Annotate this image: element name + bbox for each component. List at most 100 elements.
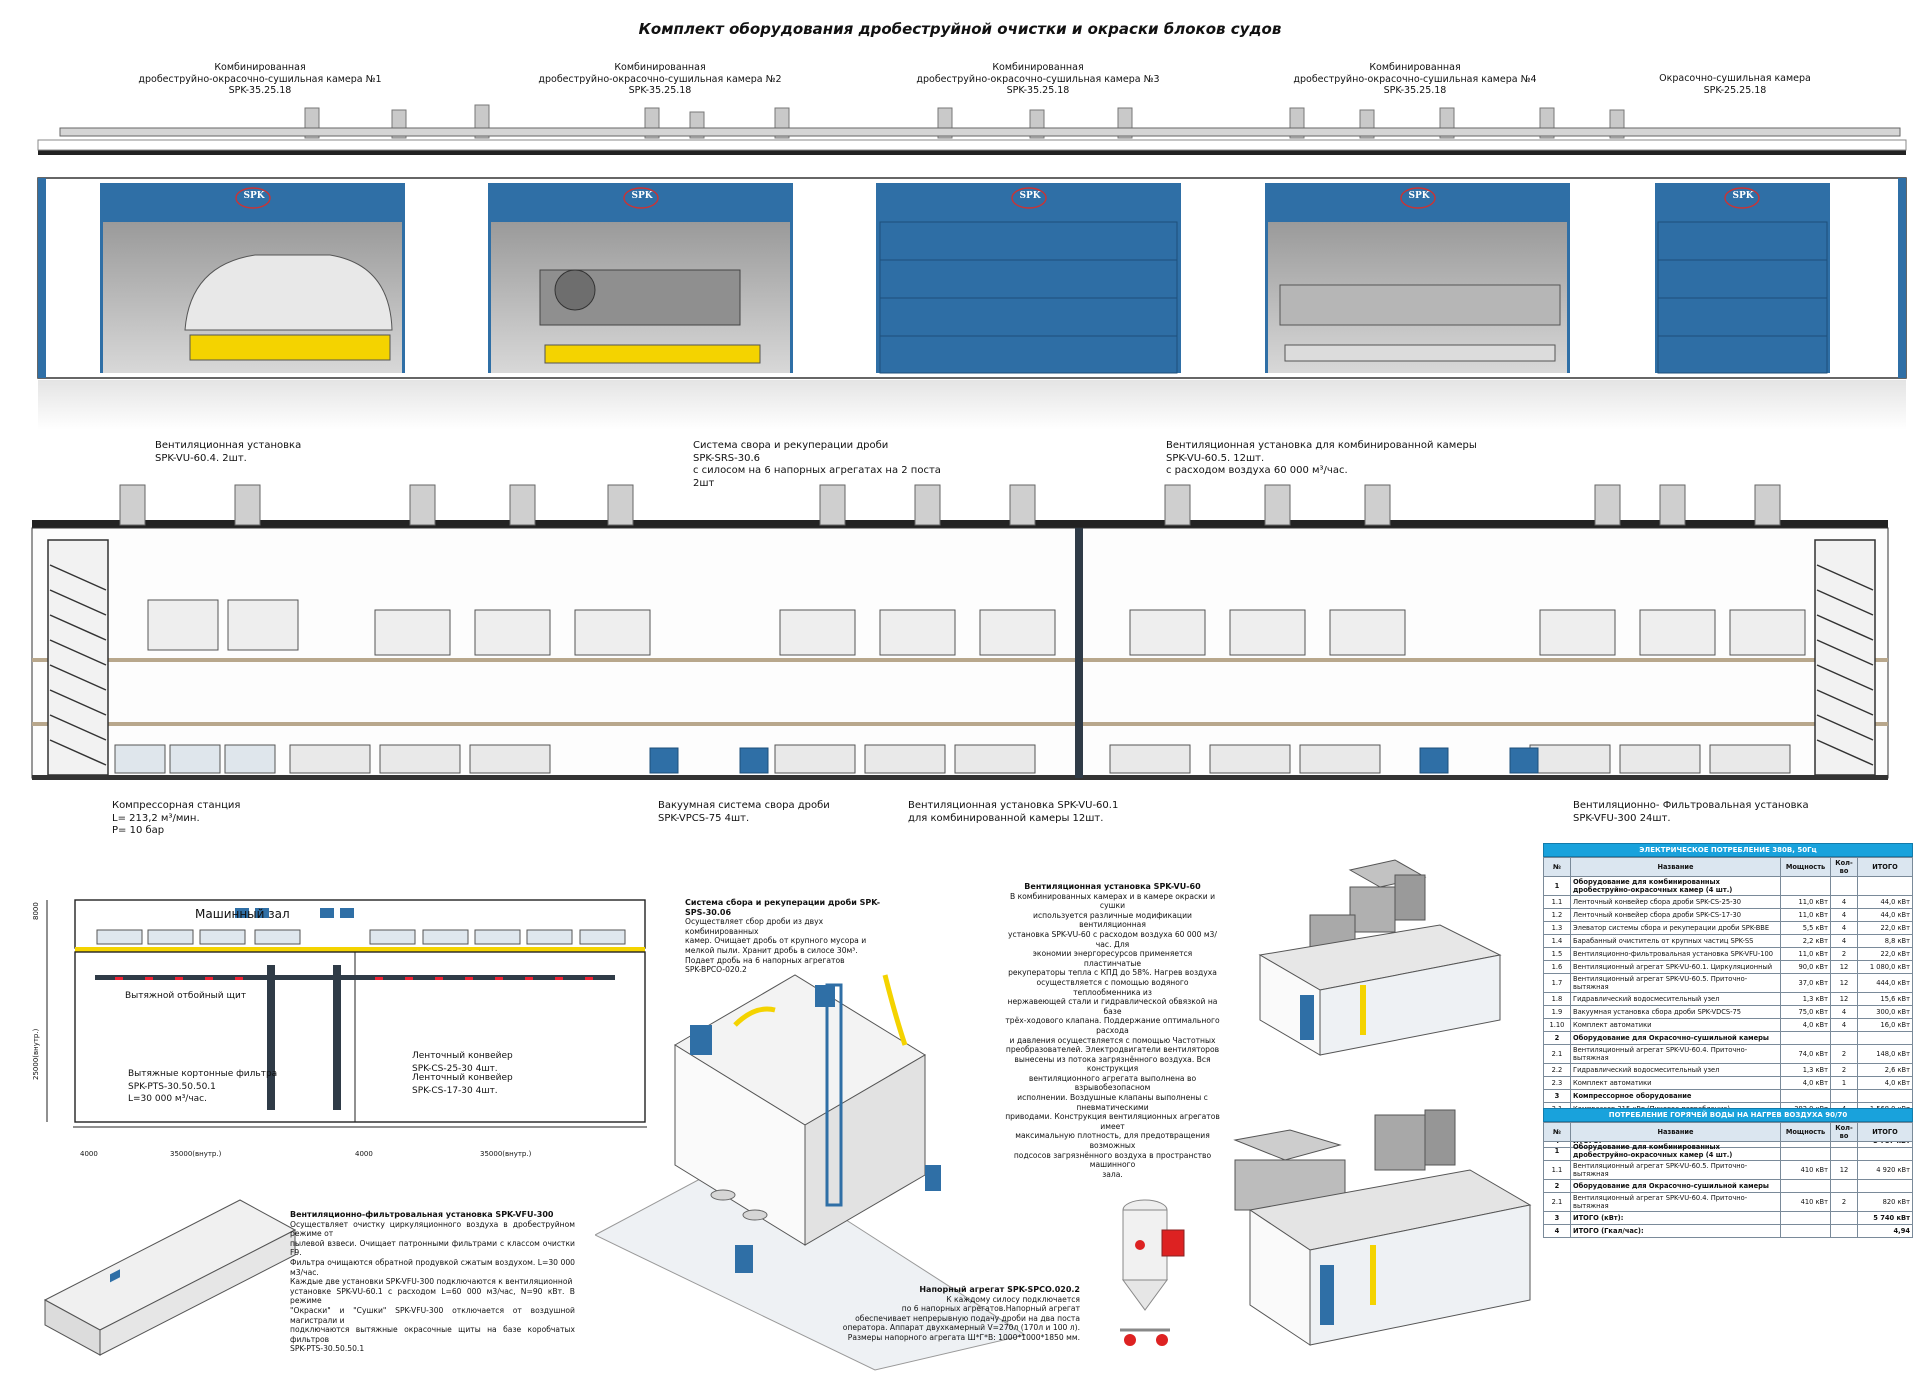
row-number: 2 (1543, 1179, 1571, 1193)
row-total: 820 кВт (1857, 1192, 1913, 1212)
row-qty: 2 (1830, 1044, 1858, 1064)
vfu-3d-drawing (43, 1199, 297, 1356)
srs-desc-body: Осуществляет сбор дроби из двух комбинир… (685, 917, 867, 975)
table-electrical: ЭЛЕКТРИЧЕСКОЕ ПОТРЕБЛЕНИЕ 380В, 50Гц № Н… (1543, 843, 1913, 1148)
row-number: 1.2 (1543, 908, 1571, 922)
t2-col-power: Мощность (1780, 1122, 1831, 1142)
row-total: 44,0 кВт (1857, 908, 1913, 922)
building-front-elevation (37, 104, 1907, 430)
row-number: 1.6 (1543, 960, 1571, 974)
logo-text-4: SPK (1408, 191, 1430, 201)
row-qty (1830, 876, 1858, 896)
row-number: 3 (1543, 1089, 1571, 1103)
table-electrical-header: ЭЛЕКТРИЧЕСКОЕ ПОТРЕБЛЕНИЕ 380В, 50Гц (1543, 843, 1913, 857)
row-number: 3 (1543, 1211, 1571, 1225)
t2-col-num: № (1543, 1122, 1571, 1142)
t1-col-total: ИТОГО (1857, 857, 1913, 877)
vu-desc-title: Вентиляционная установка SPK-VU-60 (1024, 882, 1201, 891)
row-qty: 4 (1830, 895, 1858, 909)
label-vacuum: Вакуумная система свора дроби SPK-VPCS-7… (658, 800, 830, 824)
row-name: Вентиляционно-фильтровальная установка S… (1570, 947, 1781, 961)
row-name: Оборудование для Окрасочно-сушильной кам… (1570, 1031, 1781, 1045)
row-name: Комплект автоматики (1570, 1018, 1781, 1032)
row-name: Вентиляционный агрегат SPK-VU-60.5. Прит… (1570, 973, 1781, 993)
spc-desc-title: Напорный агрегат SPK-SPCO.020.2 (919, 1285, 1080, 1294)
row-name: Вентиляционный агрегат SPK-VU-60.4. Прит… (1570, 1044, 1781, 1064)
row-total: 5 740 кВт (1857, 1211, 1913, 1225)
row-name: Вентиляционный агрегат SPK-VU-60.5. Прит… (1570, 1160, 1781, 1180)
row-total: 8,8 кВт (1857, 934, 1913, 948)
row-name: Оборудование для комбинированных дробест… (1570, 1141, 1781, 1161)
row-name: Ленточный конвейер сбора дроби SPK-CS-17… (1570, 908, 1781, 922)
table-hot-water-header: ПОТРЕБЛЕНИЕ ГОРЯЧЕЙ ВОДЫ НА НАГРЕВ ВОЗДУ… (1543, 1108, 1913, 1122)
row-power (1780, 1141, 1831, 1161)
chamber-1-caption: Комбинированная дробеструйно-окрасочно-с… (138, 62, 382, 96)
row-name: Барабанный очиститель от крупных частиц … (1570, 934, 1781, 948)
plan-filter-label: Вытяжные кортонные фильтра SPK-PTS-30.50… (128, 1069, 278, 1104)
row-total: 4,94 (1857, 1224, 1913, 1238)
t1-col-qty: Кол-во (1830, 857, 1858, 877)
chamber-4-caption: Комбинированная дробеструйно-окрасочно-с… (1293, 62, 1537, 96)
logo-text-3: SPK (1019, 191, 1041, 201)
row-qty: 4 (1830, 1005, 1858, 1019)
spc-3d-drawing (1120, 1199, 1185, 1346)
row-qty: 2 (1830, 1192, 1858, 1212)
row-number: 1.1 (1543, 1160, 1571, 1180)
srs-description: Система сбора и рекуперации дроби SPK-SP… (685, 898, 885, 975)
row-total: 44,0 кВт (1857, 895, 1913, 909)
row-power (1780, 1031, 1831, 1045)
row-name: ИТОГО (Гкал/час): (1570, 1224, 1781, 1238)
row-power: 11,0 кВт (1780, 908, 1831, 922)
row-power: 410 кВт (1780, 1160, 1831, 1180)
vfu-desc-body: Осуществляет очистку циркуляционного воз… (290, 1219, 575, 1354)
plan-exhaust-label: Вытяжной отбойный щит (125, 991, 247, 1001)
row-name: Комплект автоматики (1570, 1076, 1781, 1090)
row-power (1780, 876, 1831, 896)
row-name: Вентиляционный агрегат SPK-VU-60.4. Прит… (1570, 1192, 1781, 1212)
label-vu605: Вентиляционная установка для комбинирова… (1166, 440, 1477, 476)
row-name: Элеватор системы сбора и рекуперации дро… (1570, 921, 1781, 935)
dim-width-3: 4000 (355, 1150, 373, 1158)
row-qty: 4 (1830, 934, 1858, 948)
row-number: 1.5 (1543, 947, 1571, 961)
chamber-3-caption: Комбинированная дробеструйно-окрасочно-с… (916, 62, 1160, 96)
vfu-description: Вентиляционно-фильтровальная установка S… (290, 1210, 575, 1354)
row-qty (1830, 1211, 1858, 1225)
row-total: 4 920 кВт (1857, 1160, 1913, 1180)
row-total: 148,0 кВт (1857, 1044, 1913, 1064)
row-number: 2.1 (1543, 1044, 1571, 1064)
row-number: 1.9 (1543, 1005, 1571, 1019)
row-number: 2.2 (1543, 1063, 1571, 1077)
row-qty (1830, 1179, 1858, 1193)
t1-col-name: Название (1570, 857, 1781, 877)
row-name: Ленточный конвейер сбора дроби SPK-CS-25… (1570, 895, 1781, 909)
row-power (1780, 1211, 1831, 1225)
row-power: 4,0 кВт (1780, 1076, 1831, 1090)
row-qty (1830, 1089, 1858, 1103)
row-qty: 12 (1830, 973, 1858, 993)
row-qty (1830, 1031, 1858, 1045)
row-name: Компрессорное оборудование (1570, 1089, 1781, 1103)
building-section-view (31, 484, 1889, 780)
row-qty: 1 (1830, 1076, 1858, 1090)
vu-3d-drawing-bottom (1233, 1109, 1532, 1346)
row-number: 1.8 (1543, 992, 1571, 1006)
row-qty: 2 (1830, 947, 1858, 961)
row-qty: 12 (1830, 960, 1858, 974)
srs-desc-title: Система сбора и рекуперации дроби SPK-SP… (685, 898, 881, 917)
row-number: 4 (1543, 1224, 1571, 1238)
plan-conveyor-1-label: Ленточный конвейер SPK-CS-25-30 4шт. (412, 1051, 513, 1074)
plan-view-drawing (46, 899, 647, 1128)
